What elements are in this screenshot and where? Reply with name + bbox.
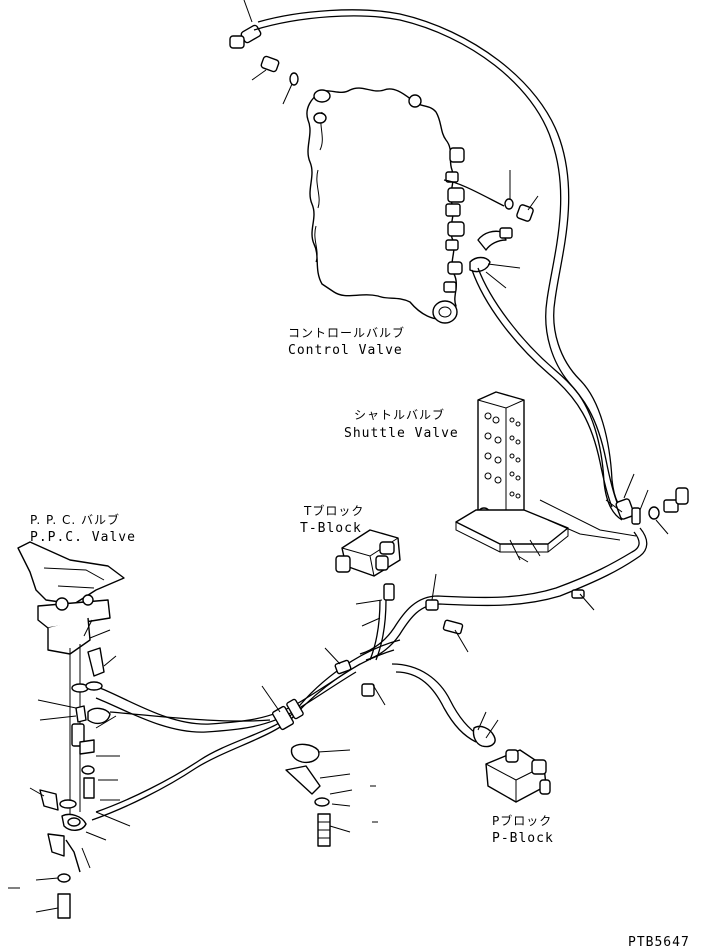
control-valve bbox=[306, 87, 465, 324]
drawing-code: PTB5647 bbox=[628, 935, 690, 950]
ppc-valve-label-jp: P. P. C. バルブ bbox=[30, 512, 120, 527]
p-block-label-jp: Pブロック bbox=[492, 813, 552, 828]
shuttle-valve-label-en: Shuttle Valve bbox=[344, 426, 459, 441]
shuttle-right-fittings bbox=[605, 473, 689, 535]
t-block-label-en: T-Block bbox=[300, 521, 362, 536]
shuttle-valve-label-jp: シャトルバルブ bbox=[354, 407, 445, 422]
labels: コントロールバルブ Control Valve シャトルバルブ Shuttle … bbox=[30, 325, 690, 950]
control-valve-label-en: Control Valve bbox=[288, 343, 403, 358]
shuttle-valve bbox=[455, 391, 637, 563]
p-block bbox=[472, 711, 551, 803]
ppc-lower-fittings bbox=[8, 699, 131, 919]
ppc-valve-label-en: P.P.C. Valve bbox=[30, 530, 136, 545]
pipe-lines bbox=[91, 9, 648, 821]
t-block bbox=[335, 529, 401, 627]
bundle-bracket bbox=[285, 743, 378, 847]
pipe-clamps bbox=[261, 573, 595, 731]
ppc-valve bbox=[17, 541, 125, 820]
p-block-label-en: P-Block bbox=[492, 831, 554, 846]
t-block-label-jp: Tブロック bbox=[303, 503, 364, 518]
top-fittings bbox=[229, 0, 299, 105]
control-valve-right-fittings bbox=[443, 170, 539, 289]
control-valve-label-jp: コントロールバルブ bbox=[288, 325, 405, 340]
